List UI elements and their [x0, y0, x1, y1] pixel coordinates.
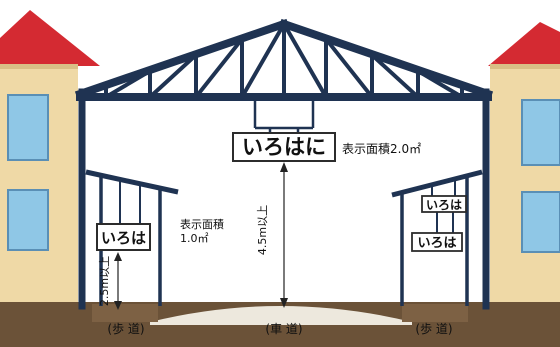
left-sign-area-label-line1: 表示面積 [180, 217, 224, 231]
right-window-upper [521, 99, 560, 166]
left-sidewalk-label: (歩 道) [107, 321, 144, 336]
sidewalk-clearance-arrow [114, 252, 122, 310]
sidewalk-clearance-label: 2.5m以上 [98, 256, 111, 306]
right-canopy [391, 169, 483, 306]
left-sign [96, 223, 151, 251]
roadway-clearance-arrow [280, 162, 288, 308]
left-window-upper [7, 94, 49, 161]
left-roof [0, 10, 100, 66]
roadway-clearance-label: 4.5m以上 [256, 205, 269, 255]
ground [0, 302, 560, 347]
roadway-label: (車 道) [265, 322, 302, 336]
right-roof [488, 22, 560, 66]
right-sign-upper [421, 195, 467, 213]
right-sign-lower-text: いろは [417, 236, 456, 251]
left-window-lower [7, 189, 49, 251]
left-sign-area-label-line2: 1.0㎡ [180, 232, 209, 245]
main-sign [232, 132, 336, 162]
right-sign-upper-text: いろは [426, 198, 462, 212]
left-sidewalk-curb [92, 304, 158, 322]
right-building [488, 22, 560, 304]
main-sign-area-label: 表示面積2.0㎡ [342, 141, 421, 156]
arch-frame [74, 18, 494, 310]
left-building [0, 10, 100, 304]
right-window-lower [521, 191, 560, 253]
main-sign-hanger [253, 99, 315, 134]
right-sign-lower [411, 232, 463, 252]
left-sign-text: いろは [101, 229, 146, 247]
right-sidewalk-label: (歩 道) [415, 321, 452, 336]
right-sidewalk-curb [402, 304, 468, 322]
roadway-surface [150, 306, 412, 322]
main-sign-text: いろはに [242, 135, 326, 159]
